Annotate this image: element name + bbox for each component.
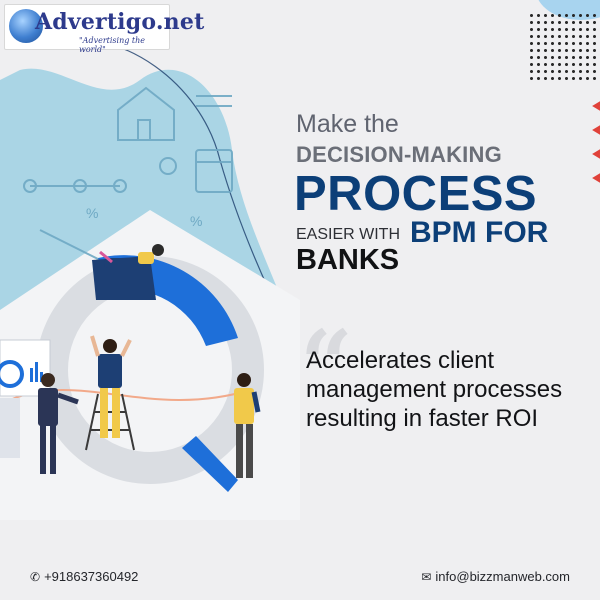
headline-banks: BANKS <box>296 244 400 276</box>
phone-number: +918637360492 <box>44 569 139 584</box>
footer-email[interactable]: ✉info@bizzmanweb.com <box>421 569 570 584</box>
globe-icon <box>9 9 43 43</box>
headline-easier-with: EASIER WITH <box>296 226 401 243</box>
mail-icon: ✉ <box>421 570 432 584</box>
headline-line1: Make the <box>296 110 399 138</box>
percent-glyph: % <box>190 213 202 229</box>
email-address: info@bizzmanweb.com <box>435 569 570 584</box>
phone-icon: ✆ <box>30 570 41 584</box>
donut-blue-tail <box>182 436 238 492</box>
chevron-icon <box>592 125 600 135</box>
quote-body: Accelerates client management processes … <box>306 347 563 432</box>
headline-bpm-for: BPM FOR <box>410 216 549 249</box>
chevron-icon <box>592 173 600 183</box>
chevron-icon <box>592 101 600 111</box>
logo-name: Advertigo.net <box>35 9 205 35</box>
desk-box <box>0 398 20 458</box>
logo-tagline: "Advertising the world" <box>79 36 146 54</box>
pie-mini <box>0 360 24 388</box>
dot-grid <box>528 12 600 84</box>
advertigo-logo[interactable]: Advertigo.net "Advertising the world" <box>4 4 204 54</box>
mini-bars <box>30 362 43 382</box>
headline-line2: DECISION-MAKING <box>296 142 502 167</box>
quote-mark-icon: “ <box>300 310 353 418</box>
headline-process: PROCESS <box>294 167 538 221</box>
percent-glyph: % <box>86 205 98 221</box>
person-ladder <box>85 335 135 451</box>
footer-phone[interactable]: ✆+918637360492 <box>30 569 138 584</box>
chevron-icon <box>592 149 600 159</box>
person-suit <box>38 373 79 474</box>
person-lying <box>99 244 164 268</box>
person-thinking <box>234 373 261 478</box>
